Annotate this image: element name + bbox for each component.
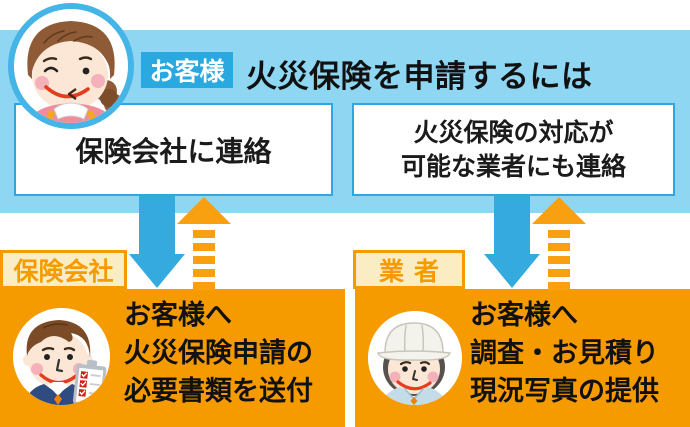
insurance-company-result-text: お客様へ 火災保険申請の 必要書類を送付 [124, 297, 313, 411]
insurer-result-line3: 必要書類を送付 [124, 376, 313, 407]
insurance-agent-icon [13, 308, 110, 405]
contractor-label: 業者 [353, 250, 465, 289]
contractor-result-line2: 調査・お見積り [470, 338, 659, 369]
contractor-result-line3: 現況写真の提供 [470, 376, 659, 407]
construction-worker-icon [368, 311, 462, 405]
insurance-company-label: 保険会社 [0, 250, 127, 289]
contractor-result-text: お客様へ 調査・お見積り 現況写真の提供 [470, 297, 659, 411]
insurer-result-line1: お客様へ [124, 300, 232, 331]
woman-customer-avatar [8, 3, 134, 129]
down-arrow-left [129, 196, 185, 288]
customer-badge: お客様 [141, 52, 233, 88]
dashed-up-arrow-left [177, 197, 231, 290]
insurer-result-line2: 火災保険申請の [124, 338, 313, 369]
step-contact-contractor-line1: 火災保険の対応が [413, 117, 614, 147]
down-arrow-right [484, 196, 540, 288]
contractor-label-text: 業者 [378, 256, 449, 286]
insurance-company-label-text: 保険会社 [13, 256, 114, 286]
construction-worker-avatar [368, 311, 462, 405]
contractor-result-line1: お客様へ [470, 300, 578, 331]
woman-customer-icon [14, 9, 128, 123]
customer-badge-label: お客様 [149, 57, 225, 86]
step-contact-contractor-line2: 可能な業者にも連絡 [400, 151, 626, 181]
insurance-agent-avatar [13, 308, 110, 405]
page-title: 火災保険を申請するには [246, 59, 593, 95]
step-contact-insurer-text: 保険会社に連絡 [75, 134, 272, 168]
dashed-up-arrow-right [532, 197, 586, 290]
step-box-contact-contractor: 火災保険の対応が 可能な業者にも連絡 [352, 103, 675, 196]
